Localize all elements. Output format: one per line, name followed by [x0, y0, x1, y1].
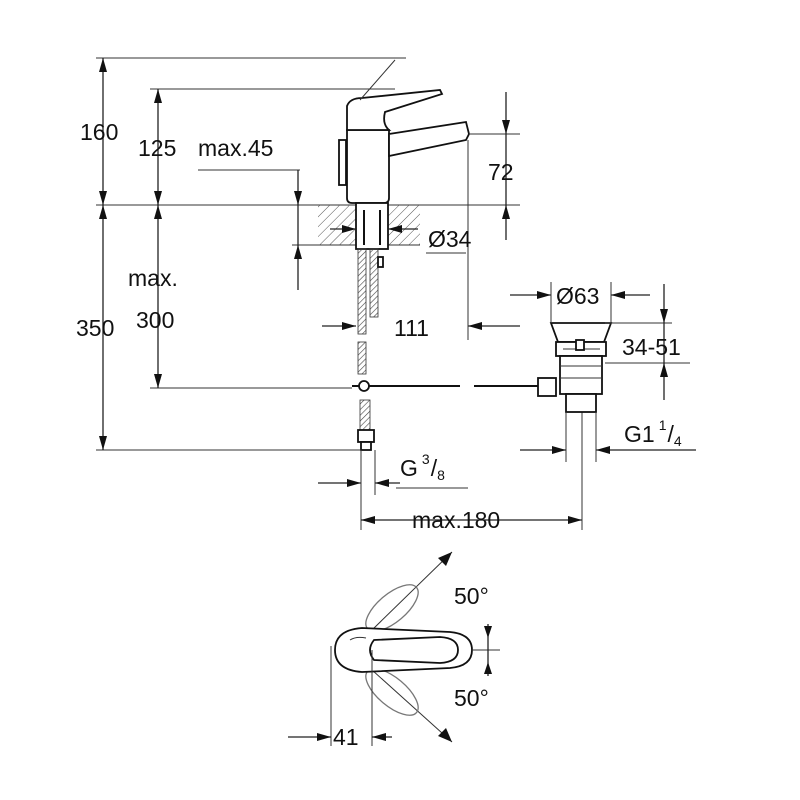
arrowhead	[99, 191, 107, 205]
label-125: 125	[138, 135, 176, 161]
label-angle-bottom: 50°	[454, 685, 489, 711]
label-max180: max.180	[412, 507, 500, 533]
label-max45: max.45	[198, 135, 273, 161]
arrowhead	[438, 552, 452, 566]
waste-stem	[575, 339, 585, 351]
arrowhead	[99, 205, 107, 219]
rotation-line-bottom	[371, 669, 453, 743]
arrowhead	[372, 733, 386, 741]
label-max: max.	[128, 265, 178, 291]
shank	[355, 202, 389, 250]
flex-hose-right	[369, 248, 379, 318]
plan-view: 50° 50° 41	[288, 551, 500, 750]
arrowhead	[375, 479, 389, 487]
arrowhead	[294, 245, 302, 259]
waste-body	[559, 355, 603, 395]
arrowhead	[317, 733, 331, 741]
arrowhead	[484, 662, 492, 674]
arrowhead	[552, 446, 566, 454]
arrowhead	[99, 436, 107, 450]
arrowhead	[361, 516, 375, 524]
arrowhead	[342, 322, 356, 330]
label-d34: Ø34	[428, 226, 472, 252]
arrowhead	[568, 516, 582, 524]
label-350: 350	[76, 315, 114, 341]
waste-tailpiece	[565, 393, 597, 413]
arrowhead	[468, 322, 482, 330]
rotation-line-top	[371, 551, 453, 631]
label-34-51: 34-51	[622, 334, 681, 360]
arrowhead	[596, 446, 610, 454]
hose-nut	[377, 256, 384, 268]
arrowhead	[438, 728, 452, 742]
waste-linkage-housing	[537, 377, 557, 397]
arrowhead	[388, 225, 402, 233]
arrowhead	[660, 363, 668, 377]
arrowhead	[611, 291, 625, 299]
label-160: 160	[80, 119, 118, 145]
label-111: 111	[394, 315, 429, 341]
label-72: 72	[488, 159, 514, 185]
arrowhead	[342, 225, 356, 233]
flex-hose-lower	[357, 341, 367, 375]
label-41: 41	[333, 724, 359, 750]
label-300: 300	[136, 307, 174, 333]
arrowhead	[154, 374, 162, 388]
label-angle-top: 50°	[454, 583, 489, 609]
side-elevation-view: 160 125 max.45 72 Ø34 max. 300 350 111 Ø…	[76, 57, 696, 533]
arrowhead	[502, 120, 510, 134]
linkage-clip	[358, 380, 370, 392]
arrowhead	[347, 479, 361, 487]
pop-up-waste	[537, 322, 613, 413]
arrowhead	[99, 58, 107, 72]
label-d63: Ø63	[556, 283, 599, 309]
arrowhead	[154, 89, 162, 103]
supply-connector	[360, 441, 372, 451]
deck-hatch-right	[388, 205, 420, 245]
deck-hatch-left	[318, 205, 356, 245]
arrowhead	[660, 309, 668, 323]
arrowhead	[502, 205, 510, 219]
flex-hose-bottom	[359, 399, 371, 431]
lever-highlight	[349, 636, 367, 641]
arrowhead	[537, 291, 551, 299]
spout	[388, 120, 470, 158]
pop-up-rod-top	[338, 139, 347, 186]
flex-hose-left	[357, 248, 367, 335]
arrowhead	[154, 205, 162, 219]
lever-opening	[369, 636, 459, 664]
faucet-body	[346, 129, 390, 204]
lever-raised-ghost	[359, 59, 396, 101]
arrowhead	[294, 191, 302, 205]
supply-nut	[357, 429, 375, 443]
arrowhead	[154, 191, 162, 205]
arrowhead	[484, 626, 492, 638]
lever-handle	[346, 89, 444, 131]
